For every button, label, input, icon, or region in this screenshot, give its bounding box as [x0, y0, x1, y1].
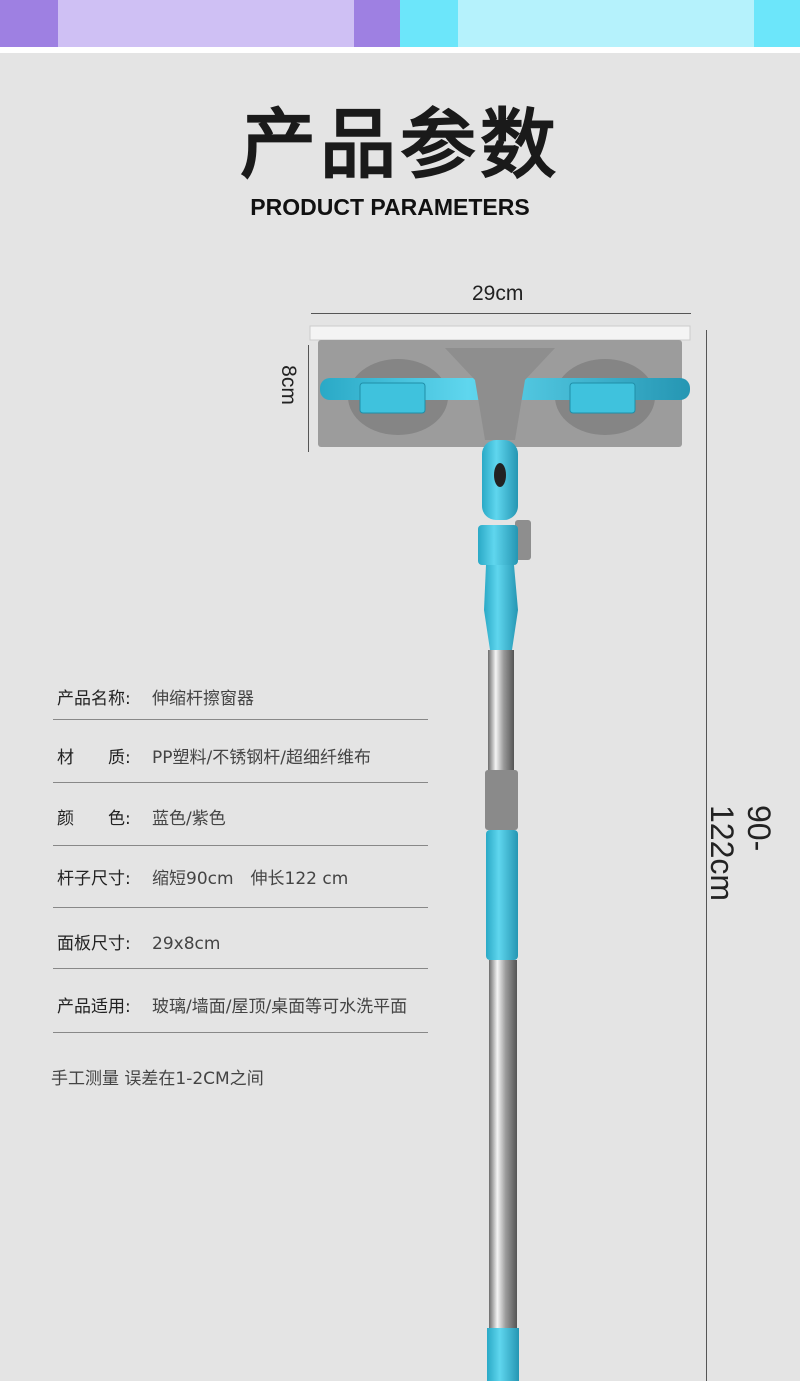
- spec-row-usage: 产品适用: 玻璃/墙面/屋顶/桌面等可水洗平面: [57, 992, 407, 1017]
- clip-right: [569, 382, 636, 414]
- handle-upper: [484, 565, 518, 650]
- measurement-note: 手工测量 误差在1-2CM之间: [51, 1069, 264, 1089]
- divider: [53, 845, 428, 846]
- top-bar-purple-mid: [58, 0, 354, 47]
- spec-label: 面板尺寸:: [57, 934, 131, 954]
- top-bar-purple-left: [0, 0, 58, 47]
- divider: [53, 1032, 428, 1033]
- spec-label: 材 质:: [57, 748, 131, 768]
- spec-row-name: 产品名称: 伸缩杆擦窗器: [57, 684, 254, 709]
- divider: [53, 968, 428, 969]
- spec-row-panel-size: 面板尺寸: 29x8cm: [57, 929, 220, 954]
- clip-left: [359, 382, 426, 414]
- spec-value: 蓝色/紫色: [152, 809, 226, 829]
- spec-value: PP塑料/不锈钢杆/超细纤维布: [152, 748, 371, 768]
- top-bar-purple-right: [354, 0, 400, 47]
- spec-value: 伸缩杆擦窗器: [152, 689, 254, 709]
- length-dimension-label: 90-122cm: [704, 805, 777, 902]
- squeegee-blade: [309, 325, 691, 341]
- pole-end: [487, 1328, 519, 1381]
- lock-collar: [485, 770, 518, 830]
- spec-row-material: 材 质: PP塑料/不锈钢杆/超细纤维布: [57, 743, 371, 768]
- spec-label: 颜 色:: [57, 809, 131, 829]
- spec-label: 杆子尺寸:: [57, 869, 131, 889]
- top-bar-cyan-left: [400, 0, 458, 47]
- spec-value: 缩短90cm 伸长122 cm: [152, 869, 349, 889]
- page-title: 产品参数: [240, 100, 560, 189]
- width-dimension-line: [311, 313, 691, 314]
- head-bracket: [445, 348, 555, 440]
- divider: [53, 782, 428, 783]
- length-dimension-line: [706, 330, 707, 1381]
- top-bar-cyan-right: [754, 0, 800, 47]
- top-bar-cyan-mid: [458, 0, 754, 47]
- spec-row-color: 颜 色: 蓝色/紫色: [57, 804, 226, 829]
- grip: [486, 830, 518, 960]
- spec-label: 产品名称:: [57, 689, 131, 709]
- spec-row-pole-size: 杆子尺寸: 缩短90cm 伸长122 cm: [57, 864, 348, 889]
- divider: [53, 907, 428, 908]
- width-dimension-label: 29cm: [472, 282, 524, 305]
- pole-lower: [489, 960, 517, 1328]
- spec-value: 29x8cm: [152, 934, 221, 954]
- divider-strip: [0, 47, 800, 53]
- divider: [53, 719, 428, 720]
- angle-knob: [515, 520, 531, 560]
- spec-value: 玻璃/墙面/屋顶/桌面等可水洗平面: [152, 997, 408, 1017]
- pole-upper: [488, 650, 514, 770]
- page-subtitle: PRODUCT PARAMETERS: [250, 194, 530, 220]
- height-dimension-line: [308, 345, 309, 452]
- spec-label: 产品适用:: [57, 997, 131, 1017]
- height-dimension-label: 8cm: [276, 365, 300, 405]
